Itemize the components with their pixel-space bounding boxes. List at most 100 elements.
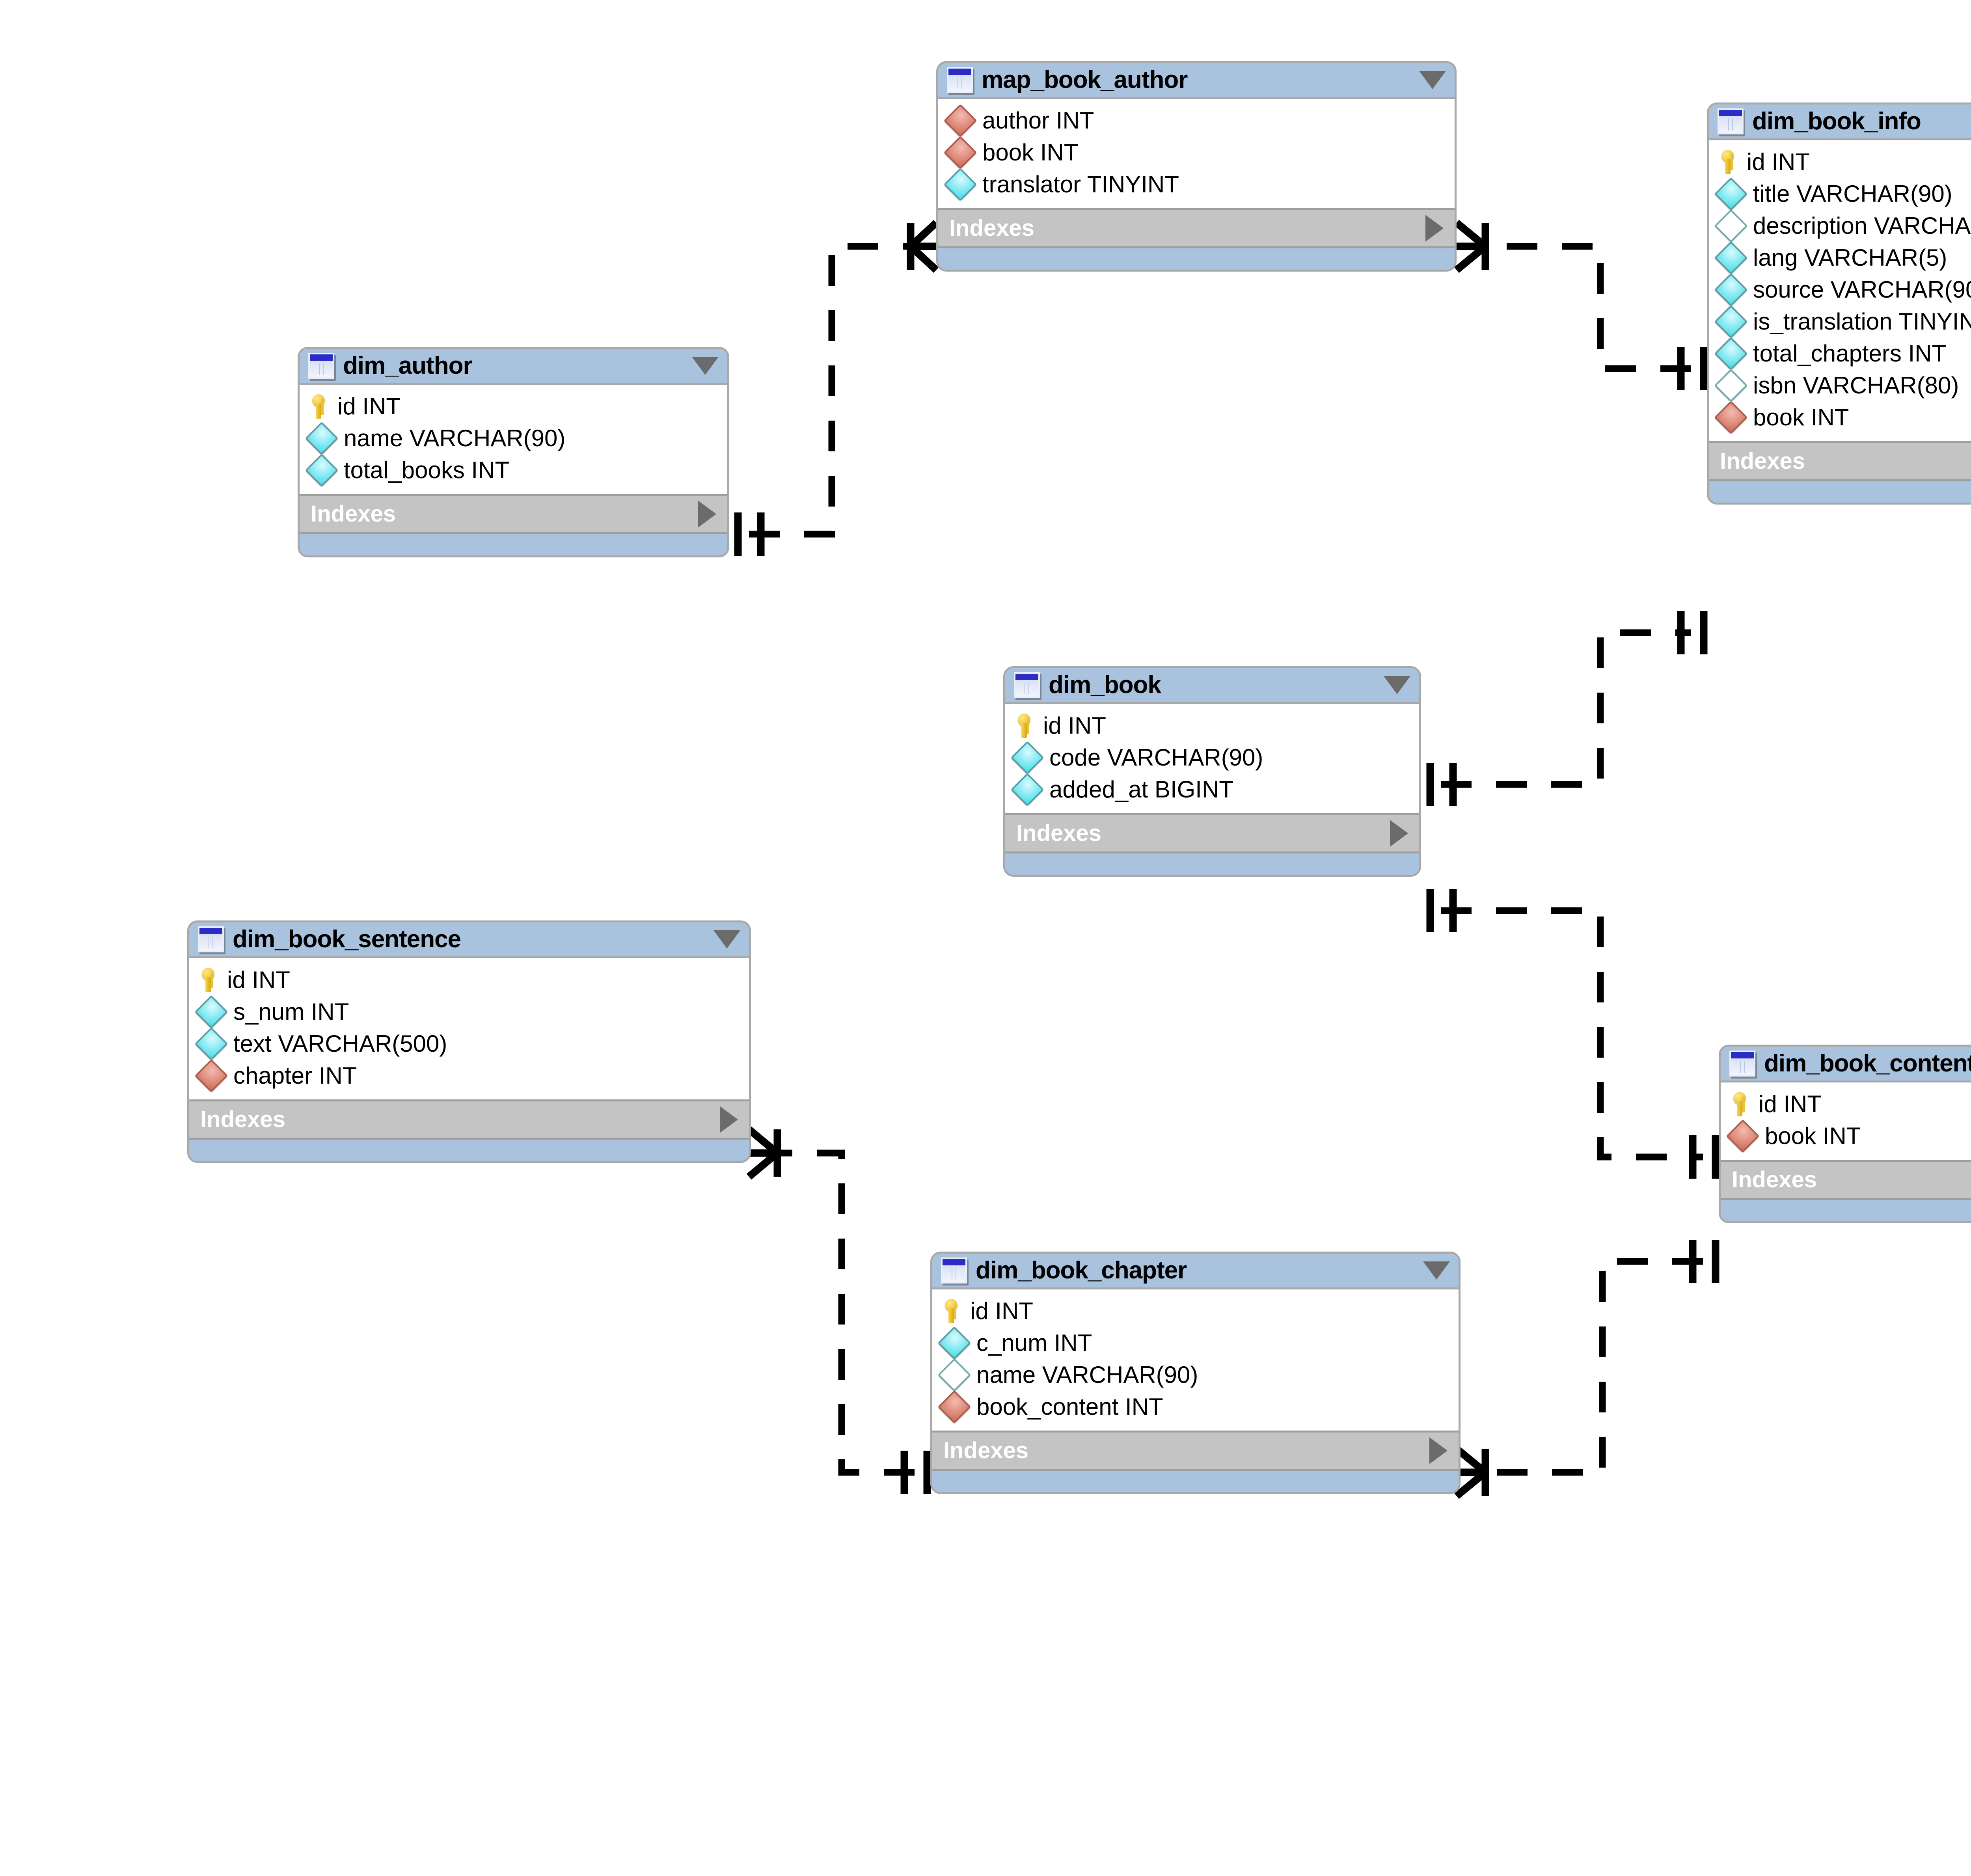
column-row[interactable]: id INT [1721,1088,1971,1120]
table-header-dim_book[interactable]: dim_book [1005,668,1419,704]
column-row[interactable]: isbn VARCHAR(80) [1709,369,1971,402]
column-row[interactable]: book_content INT [932,1390,1459,1423]
table-icon [1729,1051,1755,1077]
column-not-null-icon [943,168,977,201]
column-row[interactable]: book INT [1709,401,1971,434]
indexes-label: Indexes [1720,448,1805,474]
column-row[interactable]: author INT [938,104,1455,137]
chevron-right-icon[interactable] [720,1106,738,1133]
column-row[interactable]: name VARCHAR(90) [300,421,727,455]
indexes-bar-dim_author[interactable]: Indexes [300,494,727,534]
table-header-dim_book_info[interactable]: dim_book_info [1709,104,1971,140]
column-row[interactable]: description VARCHAR(200) [1709,209,1971,242]
column-row[interactable]: total_chapters INT [1709,337,1971,370]
relationship-line-book-bookinfo [1441,629,1691,788]
foreign-key-icon [1714,401,1748,434]
column-row[interactable]: added_at BIGINT [1005,773,1419,806]
chevron-right-icon[interactable] [698,501,716,527]
column-row[interactable]: name VARCHAR(90) [932,1358,1459,1392]
chevron-down-icon[interactable] [1423,1261,1450,1280]
chevron-down-icon[interactable] [714,930,740,948]
column-row[interactable]: lang VARCHAR(5) [1709,241,1971,274]
column-not-null-icon [1714,273,1748,306]
table-title: dim_book_sentence [233,926,461,953]
chevron-down-icon[interactable] [1419,71,1446,89]
indexes-bar-dim_book_sentence[interactable]: Indexes [189,1099,749,1140]
column-nullable-icon [1714,369,1748,402]
chevron-right-icon[interactable] [1429,1437,1448,1464]
foreign-key-icon [943,104,977,137]
column-label: book INT [982,139,1079,166]
column-row[interactable]: id INT [1005,710,1419,741]
table-header-dim_book_sentence[interactable]: dim_book_sentence [189,922,749,958]
column-row[interactable]: translator TINYINT [938,168,1455,201]
table-icon [198,926,224,952]
column-row[interactable]: code VARCHAR(90) [1005,741,1419,774]
column-not-null-icon [1714,177,1748,211]
column-row[interactable]: book INT [938,136,1455,169]
column-row[interactable]: s_num INT [189,995,749,1028]
chevron-right-icon[interactable] [1425,215,1444,242]
relationship-line-chapter-sentence [769,1149,915,1476]
table-footer [1709,481,1971,503]
column-row[interactable]: id INT [300,390,727,422]
cardinality-one-dim-author [734,512,765,556]
chevron-down-icon[interactable] [692,357,719,375]
column-label: s_num INT [233,999,349,1025]
chevron-down-icon[interactable] [1384,676,1410,694]
table-title: map_book_author [982,66,1188,93]
column-label: id INT [1043,712,1107,739]
column-row[interactable]: title VARCHAR(90) [1709,177,1971,211]
indexes-bar-dim_book_chapter[interactable]: Indexes [932,1431,1459,1471]
chevron-right-icon[interactable] [1390,820,1408,847]
table-header-map_book_author[interactable]: map_book_author [938,63,1455,99]
cardinality-many-map-book-author-left [907,220,939,273]
primary-key-icon [1731,1092,1748,1116]
indexes-label: Indexes [311,501,396,527]
column-row[interactable]: id INT [1709,146,1971,178]
cardinality-one-dim-book-bottom [1426,889,1457,932]
relationship-line-author-mapauthor [749,243,918,538]
table-header-dim_book_chapter[interactable]: dim_book_chapter [932,1254,1459,1289]
column-label: source VARCHAR(90) [1753,276,1971,303]
table-header-dim_author[interactable]: dim_author [300,349,727,385]
indexes-label: Indexes [949,215,1034,241]
column-not-null-icon [1714,305,1748,338]
column-not-null-icon [937,1326,971,1360]
column-row[interactable]: id INT [189,964,749,996]
column-row[interactable]: c_num INT [932,1326,1459,1360]
indexes-bar-dim_book_info[interactable]: Indexes [1709,441,1971,481]
column-row[interactable]: is_translation TINYINT [1709,305,1971,338]
column-row[interactable]: source VARCHAR(90) [1709,273,1971,306]
column-row[interactable]: chapter INT [189,1059,749,1092]
column-label: id INT [337,393,401,419]
indexes-bar-map_book_author[interactable]: Indexes [938,208,1455,248]
column-label: id INT [227,967,291,993]
column-row[interactable]: text VARCHAR(500) [189,1027,749,1060]
indexes-bar-dim_book_content[interactable]: Indexes [1721,1160,1971,1200]
cardinality-one-dim-book-content-top [1689,1135,1720,1179]
column-row[interactable]: book INT [1721,1119,1971,1153]
table-header-dim_book_content[interactable]: dim_book_content [1721,1047,1971,1082]
column-label: lang VARCHAR(5) [1753,244,1947,271]
foreign-key-icon [937,1390,971,1423]
indexes-bar-dim_book[interactable]: Indexes [1005,813,1419,853]
indexes-label: Indexes [1732,1167,1817,1192]
column-label: name VARCHAR(90) [976,1362,1198,1388]
column-label: code VARCHAR(90) [1049,744,1263,771]
column-not-null-icon [1714,337,1748,370]
column-label: book INT [1753,404,1849,430]
column-row[interactable]: id INT [932,1295,1459,1327]
table-icon [1014,672,1040,698]
column-row[interactable]: total_books INT [300,453,727,487]
primary-key-icon [310,394,327,419]
